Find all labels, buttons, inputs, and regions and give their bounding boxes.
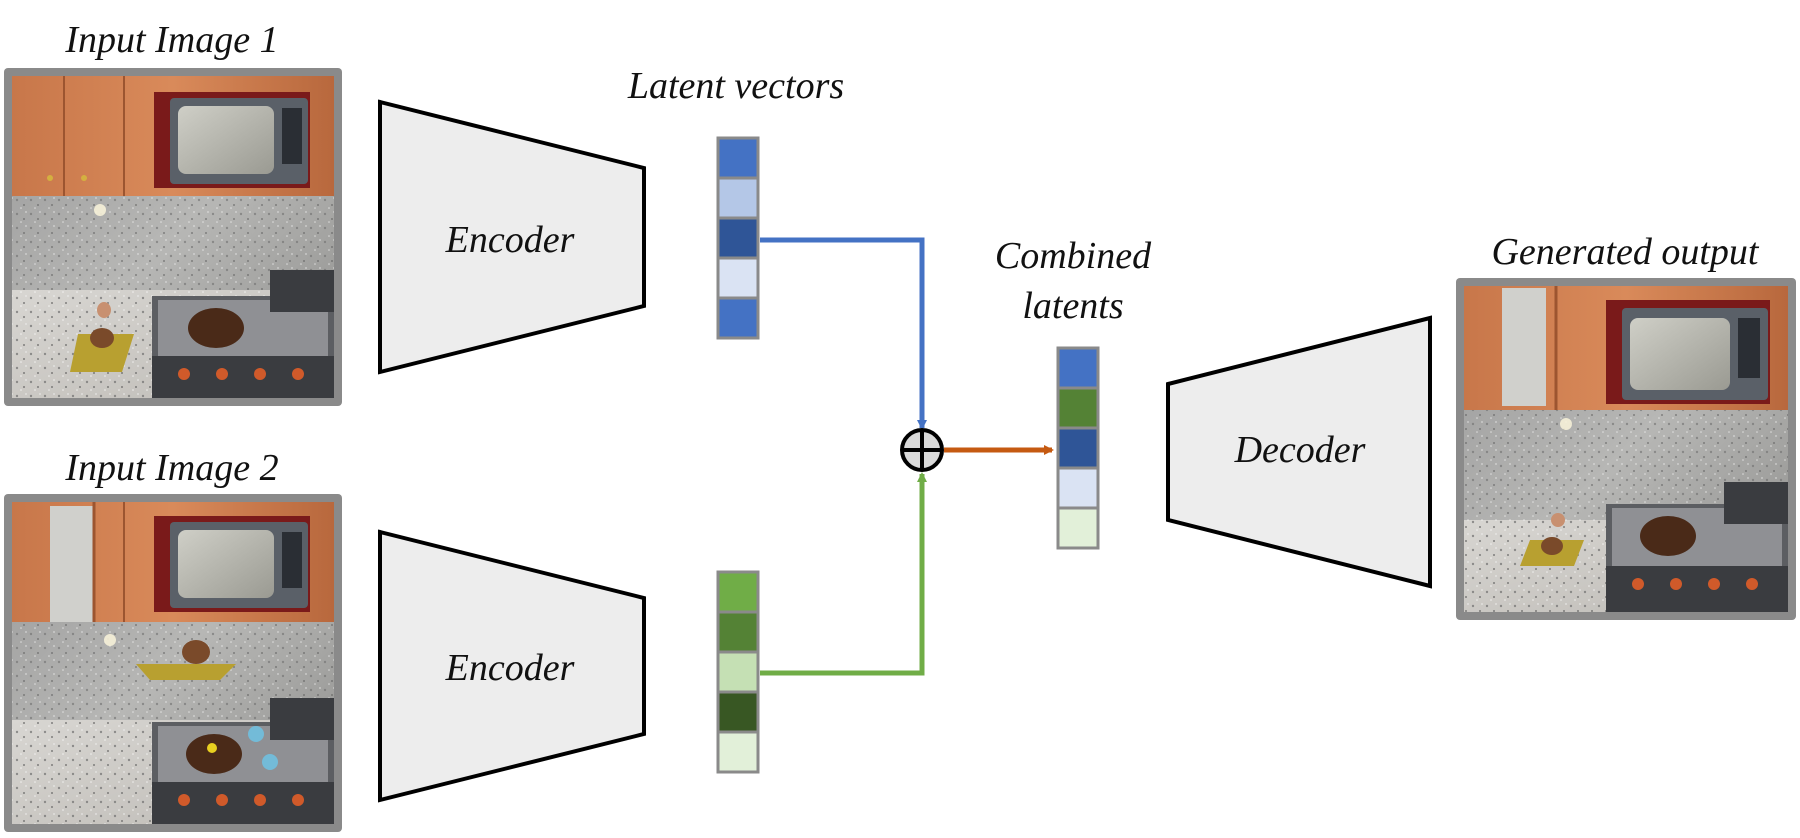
latent-green-cell-3 — [716, 650, 760, 694]
input-image-1-title: Input Image 1 — [64, 19, 278, 61]
latent-green-cell-2 — [716, 610, 760, 654]
input-image-1 — [4, 68, 342, 406]
generated-output-title: Generated output — [1491, 231, 1759, 273]
latent-blue-cell-3 — [716, 216, 760, 260]
decoder-label: Decoder — [1234, 429, 1366, 471]
green-arrow — [760, 472, 927, 676]
latent-blue-cell-5 — [716, 296, 760, 340]
latent-combined-cell-3 — [1056, 426, 1100, 470]
latent-blue-cell-2 — [716, 176, 760, 220]
latent-vector-green — [716, 570, 760, 774]
combined-latents-title-line1: Combined — [995, 235, 1152, 277]
latent-combined-cell-2 — [1056, 386, 1100, 430]
latent-green-cell-1 — [716, 570, 760, 614]
encoder-1: Encoder — [378, 99, 646, 375]
latent-green-cell-4 — [716, 690, 760, 734]
blue-arrow — [760, 237, 927, 430]
combined-latents-title-line2: latents — [1022, 285, 1123, 327]
generated-output-image — [1456, 278, 1796, 620]
decoder: Decoder — [1166, 315, 1432, 589]
input-image-2-title: Input Image 2 — [64, 447, 278, 489]
latent-blue-cell-4 — [716, 256, 760, 300]
encoder-2-label: Encoder — [445, 647, 575, 689]
circled-plus-icon — [900, 428, 944, 472]
latent-combined-cell-5 — [1056, 506, 1100, 550]
encoder-2: Encoder — [378, 529, 646, 803]
input-image-2 — [4, 494, 342, 832]
latent-vectors-title: Latent vectors — [627, 65, 844, 107]
latent-vector-combined — [1056, 346, 1100, 550]
latent-vector-blue — [716, 136, 760, 340]
encoder-1-label: Encoder — [445, 219, 575, 261]
latent-combined-cell-1 — [1056, 346, 1100, 390]
latent-blue-cell-1 — [716, 136, 760, 180]
latent-combined-cell-4 — [1056, 466, 1100, 510]
latent-green-cell-5 — [716, 730, 760, 774]
